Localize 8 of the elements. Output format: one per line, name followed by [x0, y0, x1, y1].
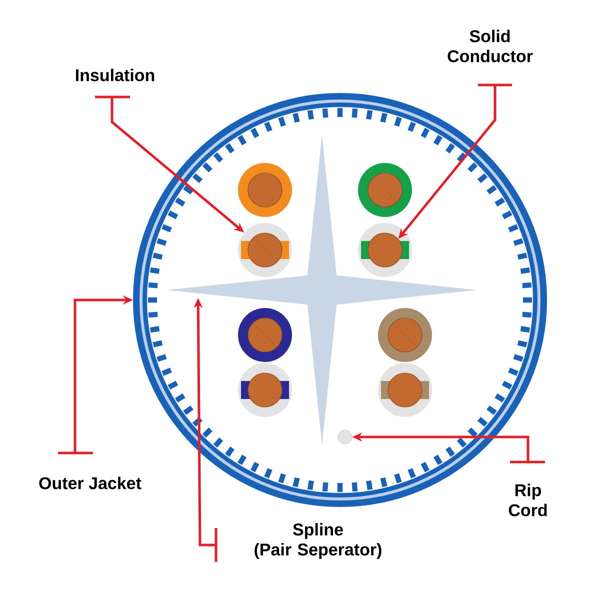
callout-label: Insulation — [76, 68, 154, 82]
spline-star — [167, 135, 477, 445]
callout-label: Outer Jacket — [39, 476, 142, 490]
callout-label: Solid Conductor — [448, 30, 533, 62]
rip-cord-dot — [338, 430, 352, 444]
callout-label: Spline (Pair Seperator) — [254, 523, 382, 559]
callout-label: Rip Cord — [508, 484, 547, 516]
copper-conductor — [368, 232, 402, 268]
